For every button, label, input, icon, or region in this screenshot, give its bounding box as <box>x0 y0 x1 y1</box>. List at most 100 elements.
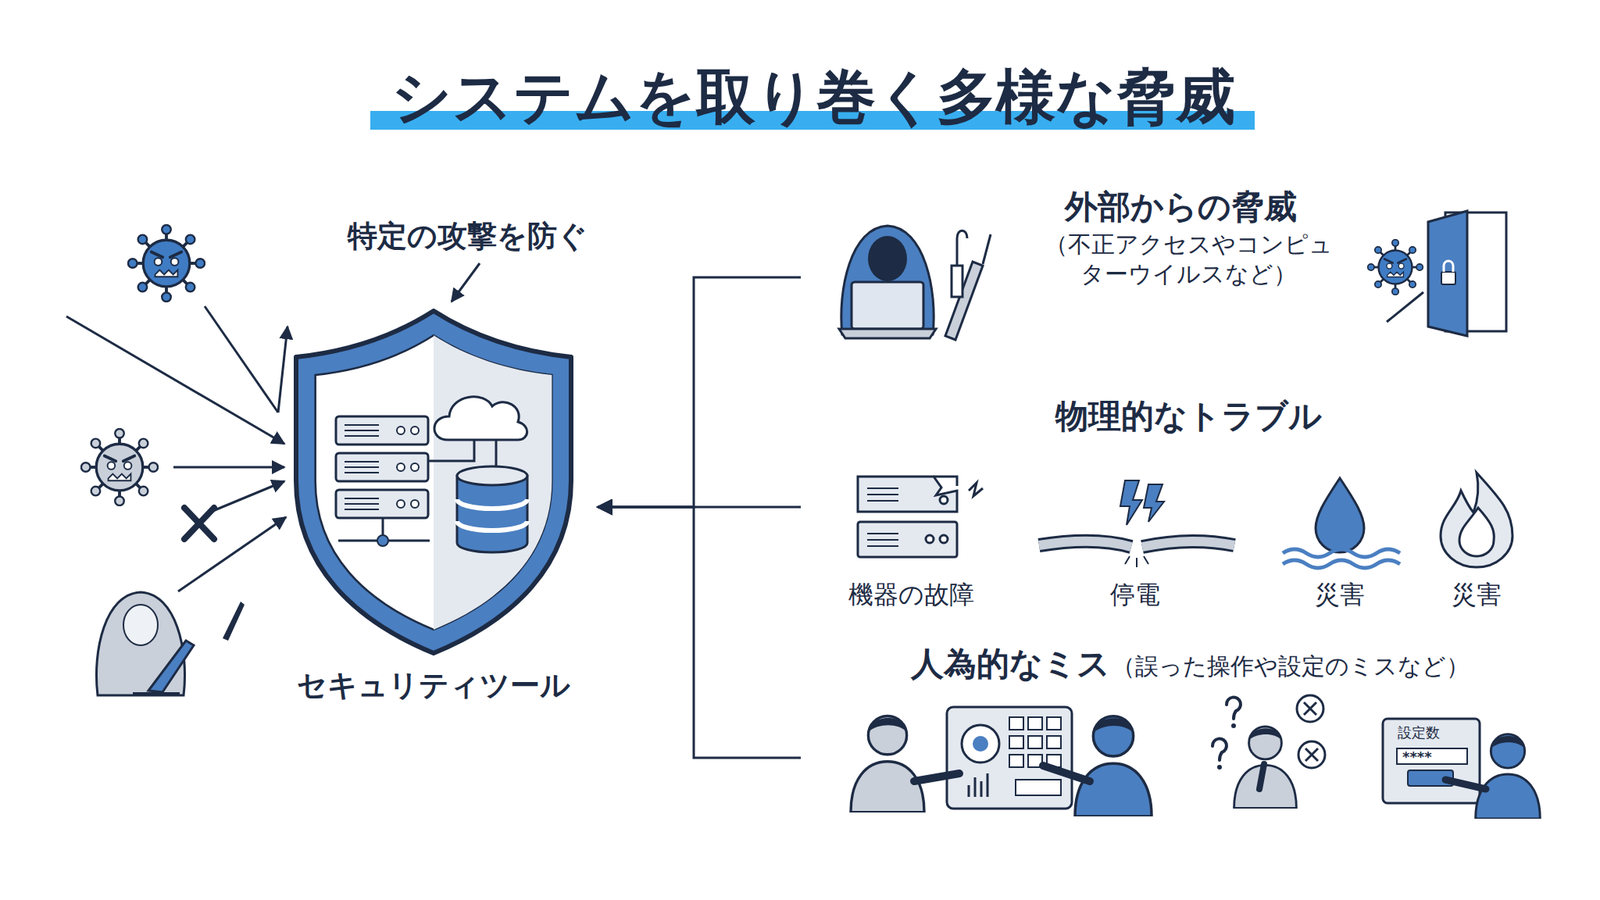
intrusion-icon <box>1367 239 1424 296</box>
hacker-icon <box>148 640 194 693</box>
security-shield: セキュリティツール <box>269 308 598 708</box>
power-line-icon <box>1142 541 1235 547</box>
hacker-icon <box>851 282 924 329</box>
shield-outline <box>344 425 379 436</box>
connector-arrow <box>597 277 801 508</box>
operation-panel-icon <box>1009 735 1024 749</box>
power-line-icon <box>1039 541 1132 547</box>
tool-icon <box>957 230 968 266</box>
hacker-icon <box>123 604 158 646</box>
operation-panel-icon <box>850 716 925 813</box>
blocked-mark <box>184 507 215 540</box>
operation-panel-icon <box>946 707 1072 809</box>
threat-group: 外部からの脅威（不正アクセスやコンピュ ターウイルスなど） <box>800 167 1543 356</box>
power-line-icon <box>1039 541 1132 547</box>
shield-outline <box>396 463 405 472</box>
blocked-mark <box>184 507 215 540</box>
attack-arrow <box>278 326 288 413</box>
shield-outline <box>344 498 379 510</box>
operation-panel-icon <box>961 725 1000 763</box>
intrusion-icon <box>1428 210 1468 336</box>
icon-caption: 機器の故障 <box>848 579 975 610</box>
shield-outline <box>457 499 528 531</box>
node-note: （不正アクセスやコンピュ ターウイルスなど） <box>1042 229 1334 289</box>
operation-panel-icon <box>1009 754 1024 768</box>
operation-panel-icon <box>968 773 988 797</box>
callout-leader <box>451 263 480 302</box>
shield-outline <box>457 466 528 486</box>
settings-screen-icon <box>1382 718 1540 819</box>
hacker-icon <box>839 328 936 339</box>
operation-panel-icon <box>1028 735 1043 749</box>
power-line-icon <box>1142 541 1235 547</box>
operation-panel-icon <box>1015 779 1061 796</box>
shield-outline <box>315 335 553 630</box>
node-heading: セキュリティツール <box>296 667 571 704</box>
confused-person-icon <box>1226 697 1241 719</box>
intrusion-icon <box>1386 292 1424 322</box>
virus-icon <box>128 225 205 302</box>
shield-outline <box>296 310 572 654</box>
operation-panel-icon <box>1046 717 1061 730</box>
fire-icon <box>1440 472 1513 568</box>
title-text: システムを取り巻く多様な脅威 <box>391 60 1236 133</box>
confused-person-icon <box>1303 702 1318 761</box>
settings-screen-icon <box>1445 779 1486 790</box>
screen-text: 設定数 <box>1397 724 1440 742</box>
tool-icon <box>945 261 983 340</box>
hacker-icon <box>222 601 245 641</box>
shield-outline <box>396 426 405 435</box>
intrusion-icon <box>1441 271 1456 285</box>
callout-text: 特定の攻撃を防ぐ <box>347 218 588 255</box>
shield-outline <box>457 475 528 553</box>
flood-icon <box>1282 549 1400 558</box>
connector-arrow <box>597 506 801 509</box>
shield-outline <box>433 335 552 630</box>
hacker-icon <box>841 225 934 335</box>
confused-person-icon <box>1259 764 1265 790</box>
settings-screen-icon <box>1475 734 1541 819</box>
operation-panel-icon <box>850 707 1152 817</box>
fire-icon <box>1440 472 1513 568</box>
hacker-icon <box>867 235 908 282</box>
operation-panel-icon <box>972 735 989 752</box>
broken-server-icon <box>968 482 983 497</box>
screen-text: **** <box>1402 748 1433 766</box>
icon-caption: 災害 <box>1451 579 1502 610</box>
attack-arrow <box>173 466 285 469</box>
shield-outline <box>410 426 419 435</box>
hacker-icon <box>132 692 180 696</box>
node-heading: 物理的なトラブル <box>1055 396 1322 436</box>
shield-outline <box>335 416 429 445</box>
confused-person-icon <box>1296 695 1325 768</box>
shield-outline <box>269 308 598 708</box>
operation-panel-icon <box>914 773 960 782</box>
confused-person-icon <box>1234 726 1297 809</box>
shield-outline <box>428 439 497 470</box>
power-line-icon <box>1125 556 1149 568</box>
shield-outline <box>335 489 429 518</box>
broken-server-icon <box>867 488 899 547</box>
connector-arrow <box>597 507 801 758</box>
confused-person-icon <box>1217 764 1222 770</box>
operation-panel-icon <box>1009 717 1061 796</box>
operation-panel-icon <box>1009 717 1024 730</box>
shield-outline <box>433 335 552 630</box>
hacker-icon <box>839 225 936 339</box>
attack-arrow <box>210 481 285 512</box>
broken-server-icon <box>857 476 983 558</box>
broken-server-icon <box>939 496 948 504</box>
flood-icon <box>1282 560 1400 568</box>
broken-server-icon <box>933 476 958 486</box>
shield-outline <box>433 335 552 630</box>
attack-arrow <box>66 316 285 444</box>
tool-icon <box>945 230 991 340</box>
confused-person-icon <box>1212 739 1227 761</box>
node-note: （誤った操作や設定のミスなど） <box>1111 652 1470 681</box>
settings-screen-icon <box>1382 718 1480 804</box>
flood-icon <box>1282 478 1400 568</box>
flood-icon <box>1315 478 1365 553</box>
operation-panel-icon <box>1075 716 1152 817</box>
shield-outline <box>377 535 389 547</box>
